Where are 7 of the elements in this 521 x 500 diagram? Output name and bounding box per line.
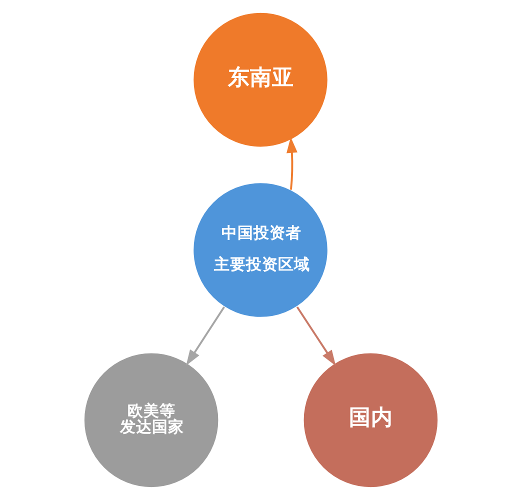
node-circle: 东南亚 (192, 12, 328, 148)
arrow (296, 306, 336, 366)
node-circle: 欧美等发达国家 (82, 352, 219, 488)
arrow (186, 306, 224, 366)
node-circle: 国内 (302, 352, 438, 488)
arrow (286, 137, 297, 190)
node-circle: 中国投资者 主要投资区域 (192, 182, 328, 318)
